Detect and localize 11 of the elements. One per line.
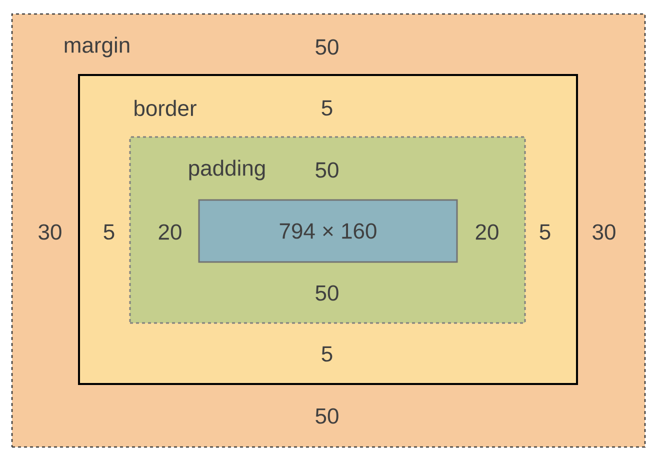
dimension-value: 30 [592,224,616,240]
dimension-value: 5 [322,100,332,116]
dimension-value: 5 [322,346,332,362]
dimension-value: 5 [540,224,550,240]
dimension-value: 50 [316,162,338,178]
dimension-value: 50 [316,39,338,55]
dimension-value: 30 [38,224,62,240]
dimension-value: 5 [104,224,114,240]
dimension-value: 50 [316,285,338,301]
content-box: 794 × 160 [198,199,458,263]
dimension-value: 50 [316,408,338,424]
